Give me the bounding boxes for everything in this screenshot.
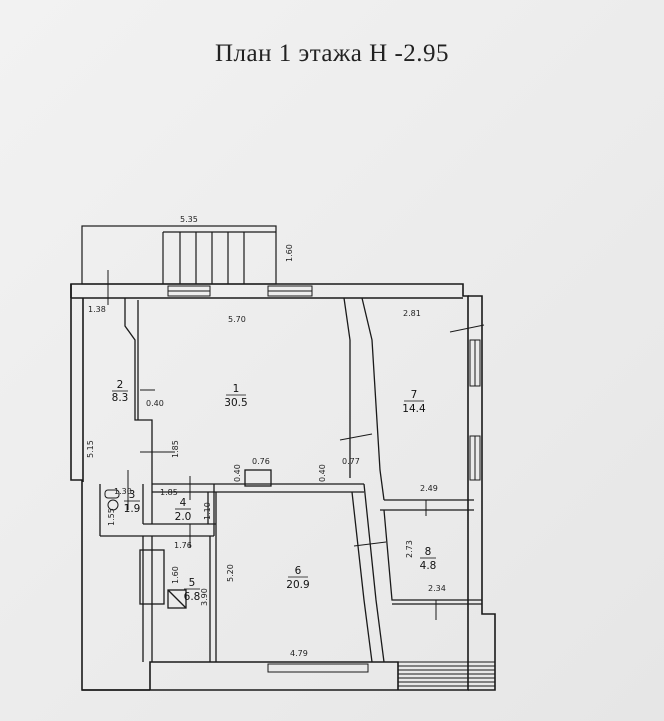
room-6-number: 6: [295, 565, 302, 577]
room-2-area: 8.3: [112, 392, 129, 404]
windows: [167, 285, 481, 673]
dim-room2-top: 1.38: [88, 305, 106, 314]
dim-porch-depth: 1.60: [285, 244, 294, 262]
room-labels: 2 8.3 1 30.5 7 14.4 3 1.9 4 2.0 8 4.8 5 …: [112, 379, 437, 603]
room-5-area: 6.8: [184, 591, 201, 603]
room-2-number: 2: [117, 379, 124, 391]
door-marks: [107, 270, 485, 620]
room-3-area: 1.9: [124, 503, 141, 515]
dim-room8-width: 2.49: [420, 484, 438, 493]
dim-wall-040-b: 0.40: [233, 464, 242, 482]
room-8-area: 4.8: [420, 560, 437, 572]
top-porch: [81, 225, 277, 285]
dim-room1-side: 1.85: [171, 440, 180, 458]
room-1-number: 1: [233, 383, 240, 395]
exterior-walls: [70, 283, 496, 691]
dim-room3-width: 1.30: [114, 487, 132, 496]
bottom-steps: [398, 661, 495, 687]
room-5-number: 5: [189, 577, 196, 589]
dim-room8-bottom: 2.34: [428, 584, 446, 593]
room-6-area: 20.9: [286, 579, 309, 591]
dim-room5-depth: 3.90: [200, 588, 209, 606]
dim-room6-side: 5.20: [226, 564, 235, 582]
room-3-number: 3: [129, 489, 136, 501]
dim-wall-040-a: 0.40: [146, 399, 164, 408]
dim-room8-side: 2.73: [405, 540, 414, 558]
dim-room7-width: 2.81: [403, 309, 421, 318]
dim-room3-side: 1.55: [107, 508, 116, 526]
dim-room4-width: 1.85: [160, 488, 178, 497]
room-7-area: 14.4: [402, 403, 426, 415]
room-7-number: 7: [411, 389, 418, 401]
dim-room2-side: 5.15: [86, 440, 95, 458]
bathroom-fixtures: [104, 489, 120, 511]
dim-room1-width: 5.70: [228, 315, 246, 324]
dim-room5-width: 1.76: [174, 541, 192, 550]
room-4-number: 4: [180, 497, 187, 509]
dim-room4-side: 1.10: [203, 502, 212, 520]
dim-room5-side: 1.60: [171, 566, 180, 584]
room-1-area: 30.5: [224, 397, 247, 409]
plan-title: План 1 этажа Н -2.95: [214, 40, 450, 67]
room-4-area: 2.0: [175, 511, 192, 523]
dim-room6-width: 4.79: [290, 649, 308, 658]
dim-porch-width: 5.35: [180, 215, 198, 224]
dim-wall-040-c: 0.40: [318, 464, 327, 482]
dim-opening-076: 0.76: [252, 457, 270, 466]
interior-walls: [99, 297, 482, 663]
dim-opening-077: 0.77: [342, 457, 360, 466]
room-8-number: 8: [425, 546, 432, 558]
dimension-labels: 5.35 1.60 5.70 2.81 1.38 5.15 0.40 1.85 …: [86, 215, 446, 658]
